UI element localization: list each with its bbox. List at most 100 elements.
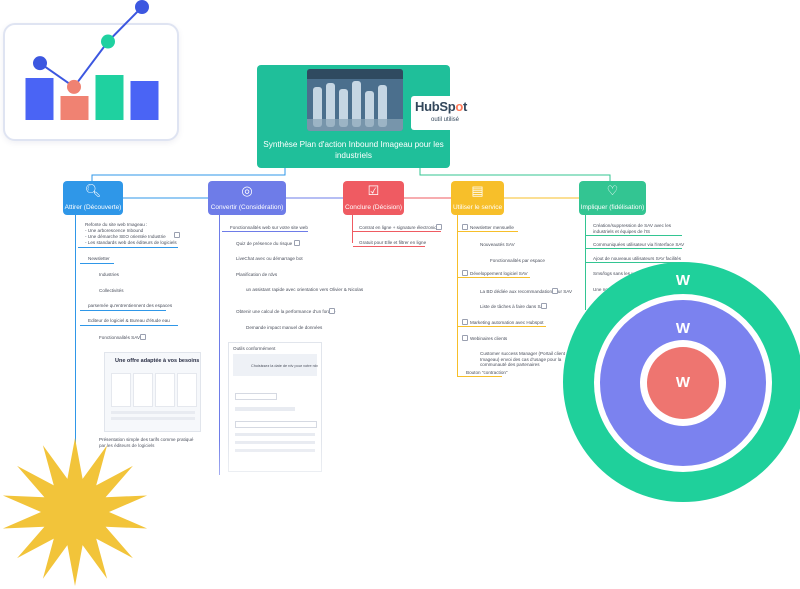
list-item[interactable]: Obtenir une calcul de la performance d'u…: [236, 309, 336, 314]
category-conclure[interactable]: ☑ Conclure (Décision): [343, 181, 404, 215]
leaf-underline: [458, 376, 502, 377]
chart-plot: [25, 75, 159, 120]
list-item[interactable]: Contrat en ligne + signature électroniqu…: [359, 225, 442, 230]
chart-point: [67, 79, 81, 94]
list-item[interactable]: un assistant rapide avec orientation ver…: [246, 287, 364, 292]
chart-file-icon: ▤: [471, 183, 484, 198]
list-item[interactable]: Création/suppression de SAV avec les ind…: [593, 223, 672, 234]
list-item[interactable]: Ajout de nouveaux utilisateurs SAV facil…: [593, 256, 682, 261]
hubspot-subtitle: outil utilisé: [431, 117, 460, 123]
attachment-icon: [462, 319, 468, 325]
leaf-underline: [353, 231, 441, 232]
list-item[interactable]: La BD dédiée aux recommandations sur SAV: [480, 289, 573, 294]
chart-bar: [130, 81, 159, 120]
pricing-card: [133, 373, 153, 407]
list-item[interactable]: Quiz de présence du risque: [236, 241, 293, 246]
list-item[interactable]: Planification de rdvs: [236, 272, 278, 277]
leaf-underline: [586, 262, 682, 263]
list-item[interactable]: Liste de tâches à faire dans SAV: [480, 304, 547, 309]
list-item[interactable]: Développement logiciel SAV: [470, 271, 528, 276]
list-item[interactable]: - Une arborescence Inbound: [85, 228, 144, 233]
leaf-underline: [458, 277, 530, 278]
list-item[interactable]: Nouveautés SAV: [480, 242, 515, 247]
central-photo-water-bottles: [307, 69, 403, 131]
list-item[interactable]: Communiquées utilisateur via l'interface…: [593, 242, 685, 247]
ring-middle-label: W: [675, 320, 691, 337]
attachment-icon: [436, 224, 442, 230]
thumbnail-row: [235, 433, 315, 436]
attachment-icon: [462, 224, 468, 230]
list-item[interactable]: Fonctionnalités par espace: [490, 258, 545, 263]
attachment-icon: [140, 334, 146, 340]
list-item[interactable]: Customer success Manager (Portail client…: [480, 351, 566, 367]
target-icon: ◎: [241, 183, 253, 198]
leaf-underline: [80, 310, 166, 311]
list-item[interactable]: LiveChat avec ou démarrage bot: [236, 256, 303, 261]
list-item[interactable]: parsemée qu'entrentiennent des espaces: [88, 303, 173, 308]
list-item[interactable]: Editeur de logiciel & Bureau d'étude eau: [88, 318, 170, 323]
list-item[interactable]: Demande impact manuel de données: [246, 325, 323, 330]
attachment-icon: [552, 288, 558, 294]
thumbnail-row: [111, 417, 195, 420]
branch-line: [75, 215, 76, 495]
list-item[interactable]: Fonctionnalités SAV: [99, 335, 141, 340]
chart-bar: [25, 78, 54, 120]
chart-bar: [60, 96, 89, 120]
thumbnail-row: [111, 411, 195, 414]
leaf-underline: [80, 263, 114, 264]
thumbnail-banner-text: Choisissez la date de rdv pour votre rdv: [251, 364, 318, 368]
category-attirer[interactable]: 🔍︎ Attirer (Découverte): [63, 181, 123, 215]
starburst-decoration: [2, 438, 148, 586]
chart-line: [39, 6, 143, 89]
list-item[interactable]: Newsletter mensuelle: [470, 225, 514, 230]
list-item[interactable]: Refonte du site web Imageau :: [85, 222, 148, 227]
leaf-underline: [78, 247, 178, 248]
pricing-card: [177, 373, 197, 407]
list-item[interactable]: Sms/logs sans les web: [593, 271, 640, 276]
thumbnail-title: Une offre adaptée à vos besoins: [115, 358, 200, 364]
chart-line-layer: [33, 0, 149, 94]
chart-point: [101, 34, 115, 49]
list-item[interactable]: Collectivités: [99, 288, 124, 293]
list-item[interactable]: Gratuit pour Elle et filtrer en ligne: [359, 240, 427, 245]
hubspot-logo-text: HubSpot: [415, 99, 468, 114]
leaf-underline: [586, 248, 682, 249]
leaf-underline: [586, 235, 682, 236]
list-item[interactable]: Webinaires clients: [470, 336, 508, 341]
search-icon: 🔍︎: [84, 183, 102, 198]
list-item[interactable]: - Les standards web des éditeurs de logi…: [85, 240, 177, 245]
list-item[interactable]: Bouton "contraction": [466, 370, 508, 375]
attachment-icon: [462, 335, 468, 341]
pricing-card: [155, 373, 175, 407]
chart-point: [135, 0, 149, 14]
category-convertir[interactable]: ◎ Convertir (Considération): [208, 181, 286, 215]
hubspot-card: [411, 96, 475, 130]
chart-card: [3, 23, 179, 141]
attachment-icon: [462, 270, 468, 276]
thumbnail-field: [235, 393, 277, 400]
ring-inner-label: W: [675, 374, 691, 391]
list-item[interactable]: Fonctionnalités web sur votre site web: [230, 225, 308, 230]
heart-icon: ♡: [606, 183, 619, 198]
category-utiliser[interactable]: ▤ Utiliser le service: [451, 181, 504, 215]
category-label: Utiliser le service: [452, 204, 503, 211]
ring-outer-label: W: [675, 272, 691, 289]
category-impliquer[interactable]: ♡ Impliquer (fidélisation): [579, 181, 646, 215]
hubspot-logo: HubSpot: [415, 99, 467, 114]
branch-line: [457, 215, 458, 377]
leaf-underline: [222, 231, 308, 232]
chart-bar: [95, 75, 124, 120]
branch-line: [352, 215, 353, 243]
central-title: Synthèse Plan d'action Inbound Imageau p…: [263, 140, 444, 160]
thumbnail-row: [235, 407, 295, 411]
branch-line: [219, 215, 220, 475]
list-item[interactable]: - Une démarche SEO orientée Industrie: [85, 234, 166, 239]
chart-point: [33, 56, 47, 71]
leaf-underline: [80, 325, 178, 326]
category-label: Convertir (Considération): [210, 204, 284, 211]
list-item[interactable]: Marketing automation avec Hubspot: [470, 320, 544, 325]
attachment-icon: [329, 308, 335, 314]
list-item[interactable]: Newsletter: [88, 256, 110, 261]
category-label: Attirer (Découverte): [64, 204, 122, 211]
list-item[interactable]: Industries: [99, 272, 119, 277]
